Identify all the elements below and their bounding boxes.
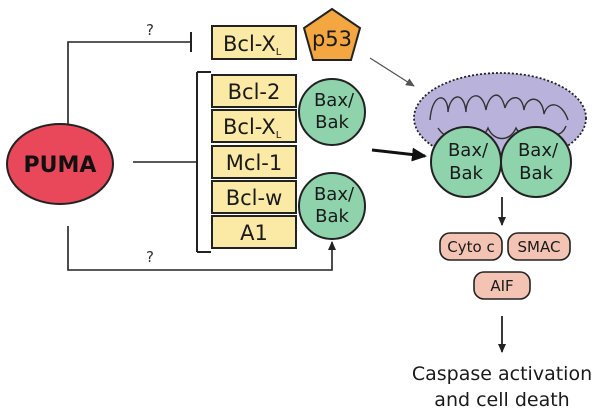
p53-to-mito-arrow — [369, 57, 415, 87]
question-mark-top: ? — [146, 21, 154, 39]
inhibit-line-top — [67, 41, 190, 124]
bcl-2-label: Bcl-2 — [228, 80, 281, 104]
bcl-xl-top-label: Bcl-XL — [223, 32, 282, 58]
puma-label: PUMA — [24, 153, 97, 178]
p53-label: p53 — [312, 27, 352, 51]
bax-bak-circle-upper — [298, 78, 366, 146]
bax-bak-circle-lower — [298, 172, 366, 240]
aif-pill — [473, 271, 531, 300]
a1-label: A1 — [240, 221, 268, 245]
bcl-2-box — [211, 74, 297, 108]
bax-bak-pore-left — [430, 126, 502, 198]
activation-arrow-to-mito — [371, 147, 427, 162]
a1-box — [211, 215, 297, 249]
puma-node — [6, 123, 114, 205]
bcl-xl-top-box — [211, 25, 297, 60]
smac-pill — [507, 232, 571, 261]
mcl-1-box — [211, 145, 297, 179]
bax-bak-pore-right-line2: Bak — [519, 163, 553, 184]
bcl-xl-box — [211, 109, 297, 143]
outcome-line1: Caspase activation — [412, 363, 592, 385]
aif-label: AIF — [490, 277, 513, 295]
bax-bak-upper-line2: Bak — [315, 112, 349, 133]
activation-line-bottom — [67, 226, 336, 271]
outcome-line2: and cell death — [434, 389, 569, 411]
bax-bak-pore-left-line1: Bax/ — [448, 140, 489, 161]
bcl-w-label: Bcl-w — [226, 186, 283, 210]
bax-bak-upper-line1: Bax/ — [314, 90, 355, 111]
mcl-1-label: Mcl-1 — [226, 151, 282, 175]
smac-label: SMAC — [518, 238, 561, 256]
p53-node — [302, 7, 362, 61]
cyto-c-pill — [439, 232, 503, 261]
cyto-c-label: Cyto c — [447, 238, 494, 256]
bcl-xl-label: Bcl-XL — [223, 115, 282, 141]
question-mark-bottom: ? — [146, 248, 154, 266]
bax-bak-lower-line2: Bak — [315, 206, 349, 227]
bcl-w-box — [211, 180, 297, 214]
bax-bak-pore-right-line1: Bax/ — [518, 140, 559, 161]
bax-bak-pore-right — [500, 126, 572, 198]
bax-bak-pore-left-line2: Bak — [449, 163, 483, 184]
bax-bak-lower-line1: Bax/ — [314, 184, 355, 205]
